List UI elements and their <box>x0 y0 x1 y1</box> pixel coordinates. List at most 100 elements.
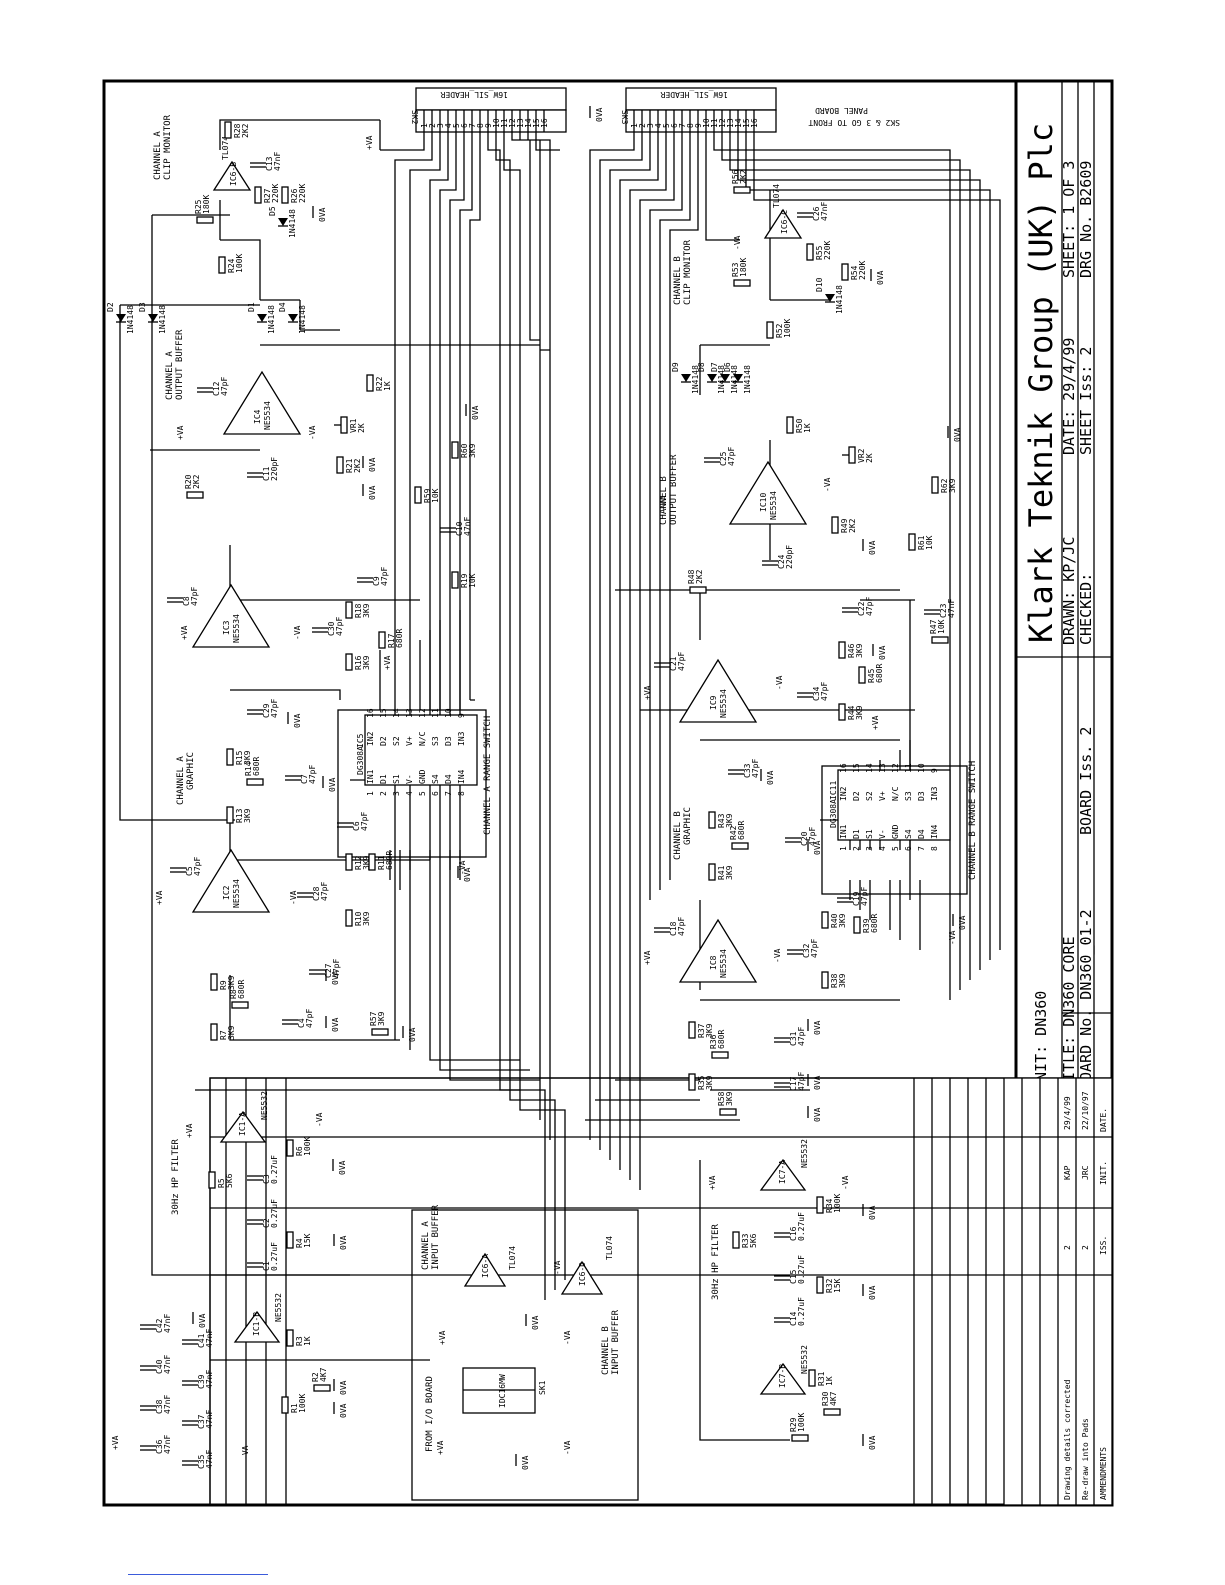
resistor-r60-value: 3K9 <box>468 443 477 458</box>
capacitor-c23-ref: C23 <box>939 603 948 618</box>
resistor-r10-value: 3K9 <box>362 911 371 926</box>
capacitor-c20-ref: C20 <box>800 831 809 846</box>
capacitor-c8-ref: C8 <box>182 596 191 606</box>
ic9-ref: IC9 <box>709 695 718 710</box>
diode-d2-ref: D2 <box>106 302 115 312</box>
capacitor-c24-ref: C24 <box>777 554 786 569</box>
resistor-r10-ref: R10 <box>354 911 363 926</box>
resistor-r35-value: 3K9 <box>705 1075 714 1090</box>
ic5-pin-bot-IN1: IN1 <box>366 769 375 784</box>
sk2-pin-9: 9 <box>484 123 493 128</box>
capacitor-c5-ref: C5 <box>185 866 194 876</box>
resistor-r56-ref: R56 <box>731 169 740 184</box>
capacitor-c16-value: 0.27uF <box>797 1212 806 1241</box>
rail-pos-14: +VA <box>383 655 392 670</box>
capacitor-c19-value: 47pF <box>860 887 869 906</box>
ic1b-ref: IC1-B <box>252 1312 261 1336</box>
date-label: DATE: 29/4/99 <box>1060 338 1078 455</box>
resistor-r55-ref: R55 <box>815 245 824 260</box>
ic5-pinnum-bot-7: 7 <box>444 791 453 796</box>
resistor-r28-value: 2K2 <box>241 123 250 138</box>
rail-neg-13: -VA <box>841 1175 850 1190</box>
resistor-r31 <box>808 1369 816 1387</box>
sk3-pin-12: 12 <box>718 118 727 128</box>
resistor-r13 <box>226 806 234 824</box>
resistor-r43-value: 3K9 <box>725 813 734 828</box>
capacitor-c21-value: 47pF <box>677 652 686 671</box>
resistor-r17-value: 680R <box>395 629 404 648</box>
resistor-r24-ref: R24 <box>227 258 236 273</box>
rail-pos-5: +VA <box>185 1123 194 1138</box>
diode-d9-ref: D9 <box>671 362 680 372</box>
resistor-r56-value: 2K2 <box>739 169 748 184</box>
ic6c-part: TL074 <box>772 184 781 208</box>
ic5-pin-top-S3: S3 <box>431 736 440 746</box>
amendments-text: Drawing details corrected 2 KAP 29/4/99 … <box>1063 1091 1108 1500</box>
ic6a-part: TL074 <box>508 1246 517 1270</box>
resistor-r50-value: 1K <box>803 423 812 433</box>
ic9-part: NE5534 <box>719 689 728 718</box>
ic5-ref: IC5 <box>356 733 365 748</box>
ic5-pinnum-bot-6: 6 <box>431 791 440 796</box>
ic6d-ref: IC6-D <box>578 1262 587 1286</box>
rail-neg-4: -VA <box>315 1112 324 1127</box>
sk1-ref: SK1 <box>538 1380 547 1395</box>
resistor-r22-ref: R22 <box>375 376 384 391</box>
ic7b-part: NE5532 <box>800 1345 809 1374</box>
resistor-r33 <box>732 1231 740 1249</box>
capacitor-c13-ref: C13 <box>265 156 274 171</box>
resistor-r13-value: 3K9 <box>243 808 252 823</box>
rail-gnd-7: 0VA <box>331 970 340 985</box>
capacitor-c26-value: 47nF <box>820 202 829 221</box>
resistor-r59-ref: R59 <box>423 488 432 503</box>
rail-neg-3: -VA <box>289 890 298 905</box>
capacitor-c28-value: 47pF <box>320 882 329 901</box>
resistor-r8-ref: R8 <box>229 989 238 999</box>
amend-header-init: INIT. <box>1099 1161 1108 1185</box>
ic5-pin-top-IN2: IN2 <box>366 731 375 746</box>
pot-vr1 <box>340 416 348 434</box>
capacitor-c39-ref: C39 <box>197 1374 206 1389</box>
resistor-r31-ref: R31 <box>817 1371 826 1386</box>
sk2-pin-10: 10 <box>492 118 501 128</box>
resistor-r8-value: 680R <box>237 980 246 999</box>
resistor-r11-ref: R11 <box>377 855 386 870</box>
ic11-pinnum-bot-4: 4 <box>878 846 887 851</box>
resistor-r4-ref: R4 <box>295 1238 304 1248</box>
resistor-r12 <box>345 853 353 871</box>
sk3-pin-10: 10 <box>702 118 711 128</box>
ic5-pin-top-D3: D3 <box>444 736 453 746</box>
resistor-r7-value: 3K9 <box>227 1025 236 1040</box>
amend-row-2-date: 22/10/97 <box>1081 1091 1090 1130</box>
amend-header-iss: ISS. <box>1099 1236 1108 1255</box>
resistor-r3-value: 1K <box>303 1336 312 1346</box>
resistor-r19-ref: R19 <box>460 573 469 588</box>
resistor-r48-ref: R48 <box>687 569 696 584</box>
board-iss-label: BOARD Iss. 2 <box>1077 727 1095 835</box>
capacitor-c5-value: 47pF <box>193 857 202 876</box>
resistor-r2-value: 4K7 <box>319 1367 328 1382</box>
diode-d1-ref: D1 <box>247 302 256 312</box>
rail-neg-9: -VA <box>733 235 742 250</box>
diode-d7-value: 1N4148 <box>730 365 739 394</box>
capacitor-c35-ref: C35 <box>197 1454 206 1469</box>
capacitor-c12-ref: C12 <box>212 381 221 396</box>
resistor-r16 <box>345 653 353 671</box>
cha-out-label-1: CHANNEL A <box>165 351 175 400</box>
resistor-r34-ref: R34 <box>825 1198 834 1213</box>
resistor-r52-value: 100K <box>783 319 792 338</box>
capacitor-c23-value: 47nF <box>947 599 956 618</box>
resistor-r3-ref: R3 <box>295 1336 304 1346</box>
ic11-pinnum-bot-2: 2 <box>852 846 861 851</box>
resistor-r40-value: 3K9 <box>838 913 847 928</box>
rail-neg-15: -VA <box>458 860 467 875</box>
ic5-pin-top-V+: V+ <box>405 736 414 746</box>
diode-d5-value: 1N4148 <box>288 209 297 238</box>
ic5-pinnum-top-15: 15 <box>379 708 388 718</box>
capacitor-c15-ref: C15 <box>789 1269 798 1284</box>
capacitor-c26-ref: C26 <box>812 206 821 221</box>
diode-d10-ref: D10 <box>815 277 824 292</box>
sk2-pin-2: 2 <box>428 123 437 128</box>
ic5-pinnum-bot-1: 1 <box>366 791 375 796</box>
